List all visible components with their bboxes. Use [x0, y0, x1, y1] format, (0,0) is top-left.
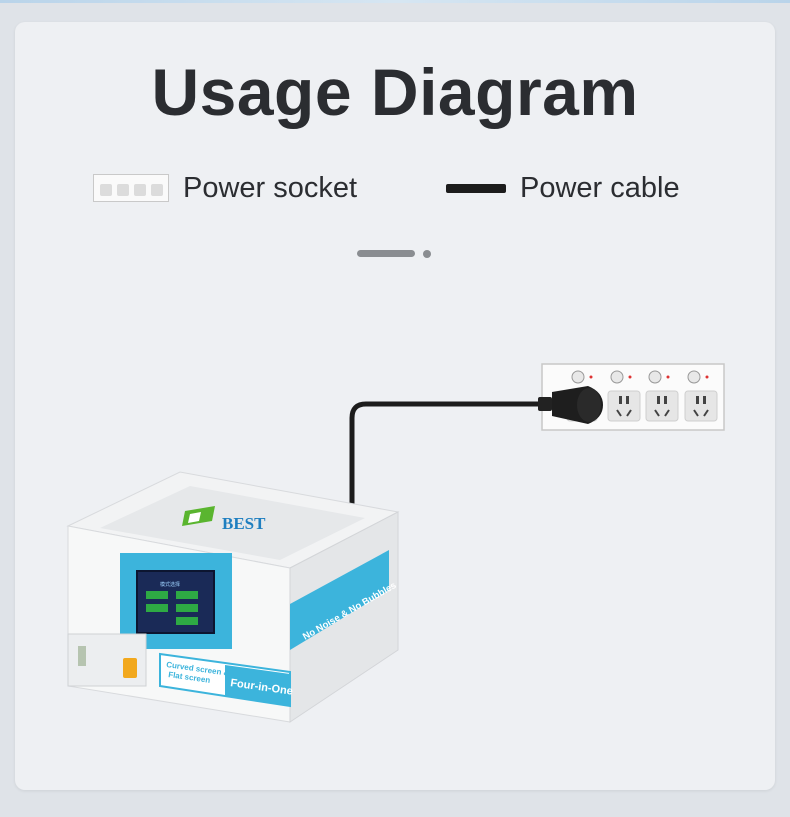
pagination-indicator-dot[interactable]: [423, 250, 431, 258]
lamination-machine: No Noise & No Bubbles 模式选择 BEST Curved s…: [66, 471, 400, 723]
key-switch-icon: [123, 658, 137, 678]
socket-outlet-3: [645, 370, 679, 422]
legend-socket-label: Power socket: [183, 171, 358, 204]
page-title: Usage Diagram: [151, 55, 639, 129]
legend-power-cable: Power cable: [446, 170, 680, 206]
power-cable: [349, 401, 545, 505]
power-cable-icon: [446, 183, 506, 193]
touch-screen: [136, 570, 215, 634]
side-blue-band: [290, 550, 389, 650]
pagination-indicator-active[interactable]: [357, 250, 415, 257]
legend-power-socket: Power socket: [93, 170, 357, 206]
socket-outlet-2: [607, 370, 641, 422]
power-socket-icon: [93, 174, 169, 202]
socket-outlet-4: [684, 370, 718, 422]
top-strip: [0, 0, 790, 3]
brand-logo: BEST: [182, 506, 266, 533]
power-plug: [538, 386, 603, 424]
legend-cable-label: Power cable: [520, 171, 680, 204]
screen-line-1: 模式选择: [160, 581, 180, 588]
brand-logo-text: BEST: [222, 514, 266, 533]
